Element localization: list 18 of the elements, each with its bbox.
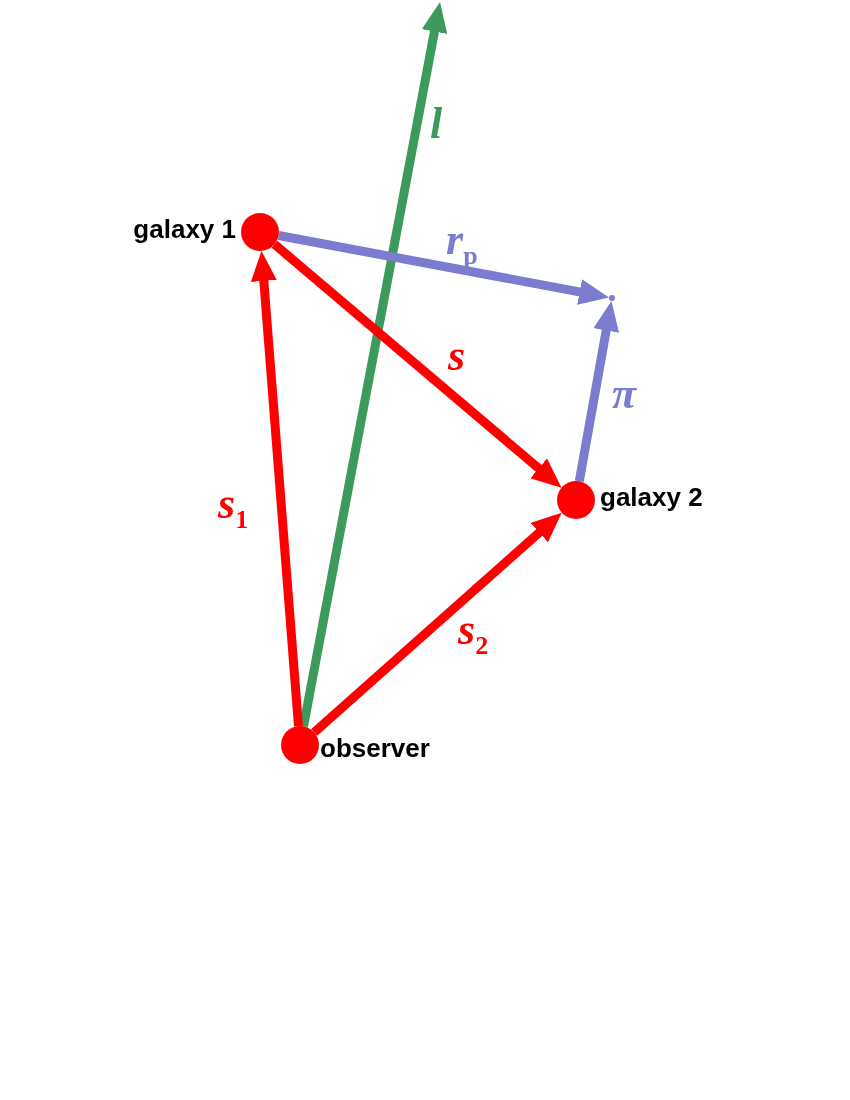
arrow xyxy=(271,240,562,488)
node-label: galaxy 1 xyxy=(133,216,236,242)
edge-label: π xyxy=(612,372,637,416)
arrow xyxy=(277,231,610,305)
point-marker xyxy=(281,726,319,764)
point-marker xyxy=(241,213,279,251)
edge-label: s$_{1}$ xyxy=(218,482,249,533)
arrow xyxy=(299,2,448,728)
edge-label: s xyxy=(448,334,466,378)
node-label: galaxy 2 xyxy=(600,484,703,510)
edge-label: s$_{2}$ xyxy=(458,608,489,659)
edge-label: l xyxy=(430,102,443,146)
node-label: observer xyxy=(320,735,430,761)
point-marker xyxy=(557,481,595,519)
arrow xyxy=(311,512,562,736)
corner-point xyxy=(609,295,615,301)
arrow xyxy=(250,251,303,727)
arrow xyxy=(574,301,619,483)
